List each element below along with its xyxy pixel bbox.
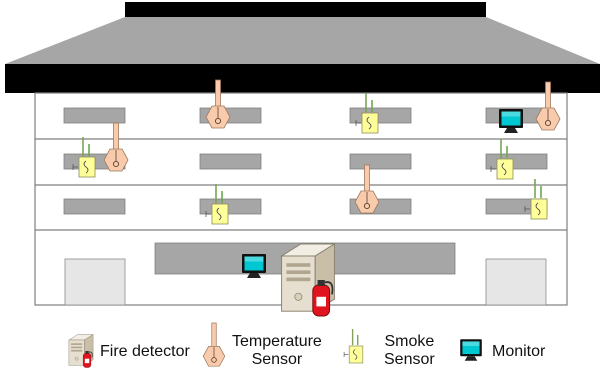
legend-fire-detector-icon: [68, 334, 94, 368]
legend-smoke-line1: Smoke: [384, 333, 435, 350]
legend-temperature-line2: Sensor: [251, 351, 303, 368]
legend-temperature-sensor-icon: [202, 322, 226, 367]
legend-smoke-line2: Sensor: [384, 351, 435, 368]
legend-monitor-icon: [460, 339, 482, 361]
fire-detector-server: [280, 243, 336, 317]
legend-temperature-sensor-label: Temperature Sensor: [232, 333, 322, 369]
legend-smoke-sensor-icon: [343, 328, 364, 364]
legend-temperature-line1: Temperature: [232, 333, 322, 350]
legend-smoke-sensor-label: Smoke Sensor: [384, 333, 435, 369]
doors: [64, 258, 547, 306]
legend-fire-detector-label: Fire detector: [100, 343, 190, 360]
roof: [5, 2, 600, 93]
legend-monitor-label: Monitor: [492, 343, 546, 360]
